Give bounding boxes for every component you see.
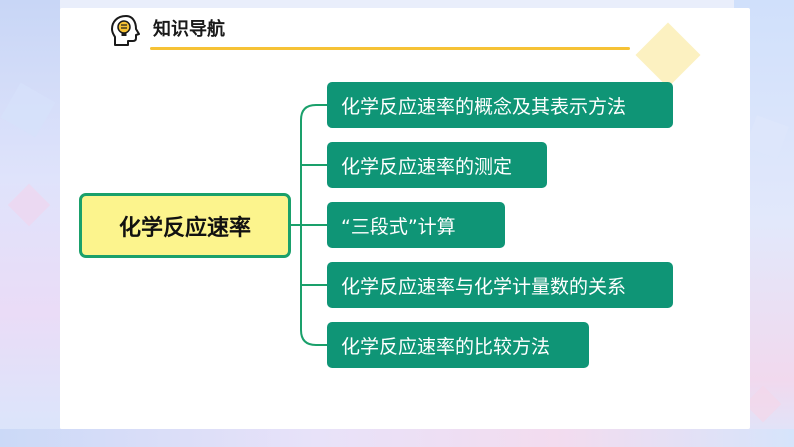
head-lightbulb-icon — [106, 12, 146, 52]
branch-node-measurement[interactable]: 化学反应速率的测定 — [327, 142, 547, 188]
title-underline — [150, 47, 630, 50]
branch-node-three-step-calc[interactable]: “三段式”计算 — [327, 202, 505, 248]
branch-node-comparison[interactable]: 化学反应速率的比较方法 — [327, 322, 589, 368]
branch-node-stoichiometry[interactable]: 化学反应速率与化学计量数的关系 — [327, 262, 673, 308]
branch-node-concept[interactable]: 化学反应速率的概念及其表示方法 — [327, 82, 673, 128]
page-title: 知识导航 — [153, 19, 225, 40]
background-bottom-band — [0, 429, 794, 447]
mindmap-root-node[interactable]: 化学反应速率 — [79, 193, 291, 258]
